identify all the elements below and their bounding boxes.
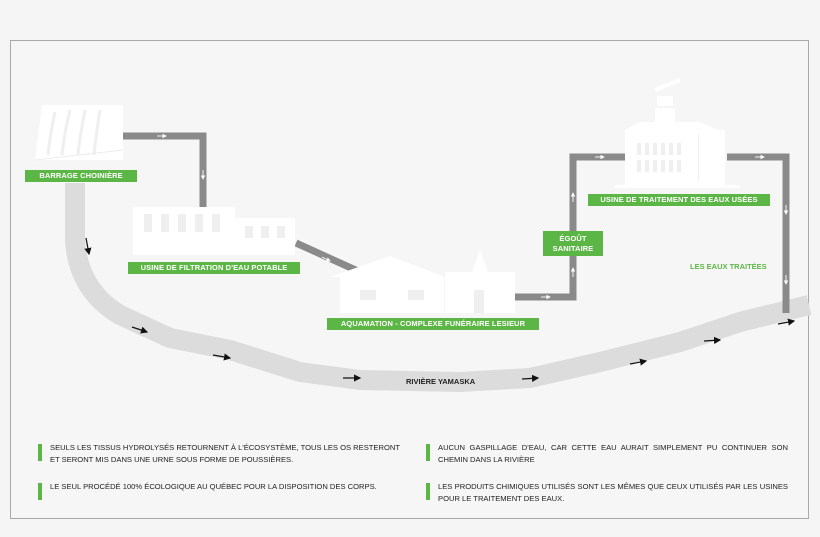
label-sanitary-sewer-line2: SANITAIRE xyxy=(552,243,594,253)
pipe-dam-to-filtration xyxy=(123,132,207,207)
note-text: AUCUN GASPILLAGE D'EAU, CAR CETTE EAU AU… xyxy=(438,443,788,464)
green-bullet-bar xyxy=(38,483,42,500)
pipe-treatment-to-river xyxy=(727,153,790,313)
green-bullet-bar xyxy=(426,444,430,461)
note-item: LES PRODUITS CHIMIQUES UTILISÉS SONT LES… xyxy=(426,481,788,504)
pipe-filtration-to-aquamation xyxy=(294,239,362,276)
note-item: AUCUN GASPILLAGE D'EAU, CAR CETTE EAU AU… xyxy=(426,442,788,465)
note-item: SEULS LES TISSUS HYDROLYSÉS RETOURNENT À… xyxy=(38,442,400,465)
label-filtration-plant: USINE DE FILTRATION D'EAU POTABLE xyxy=(128,262,300,274)
note-text: SEULS LES TISSUS HYDROLYSÉS RETOURNENT À… xyxy=(50,443,401,464)
label-sanitary-sewer: ÉGOÛT SANITAIRE xyxy=(543,231,603,256)
river-flow-arrows xyxy=(84,237,796,382)
pipe-flow-arrows xyxy=(157,133,789,300)
treatment-plant-icon xyxy=(615,78,740,188)
funeral-complex-icon xyxy=(330,250,515,313)
green-bullet-bar xyxy=(426,483,430,500)
note-item: LE SEUL PROCÉDÉ 100% ÉCOLOGIQUE AU QUÉBE… xyxy=(38,481,400,500)
label-wastewater-treatment-plant: USINE DE TRAITEMENT DES EAUX USÉES xyxy=(588,194,770,206)
pipe-aquamation-to-sewer xyxy=(515,153,625,301)
label-sanitary-sewer-line1: ÉGOÛT xyxy=(559,234,587,243)
dam-icon xyxy=(34,105,124,161)
label-barrage-choiniere: BARRAGE CHOINIÈRE xyxy=(25,170,137,182)
label-aquamation-complex: AQUAMATION - COMPLEXE FUNÉRAIRE LESIEUR xyxy=(327,318,539,330)
label-treated-water: LES EAUX TRAITÉES xyxy=(690,262,767,271)
river-yamaska xyxy=(65,183,812,392)
note-text: LE SEUL PROCÉDÉ 100% ÉCOLOGIQUE AU QUÉBE… xyxy=(50,482,377,491)
label-river-yamaska: RIVIÈRE YAMASKA xyxy=(406,377,476,386)
note-text: LES PRODUITS CHIMIQUES UTILISÉS SONT LES… xyxy=(438,482,788,503)
green-bullet-bar xyxy=(38,444,42,461)
filtration-plant-icon xyxy=(133,207,295,255)
